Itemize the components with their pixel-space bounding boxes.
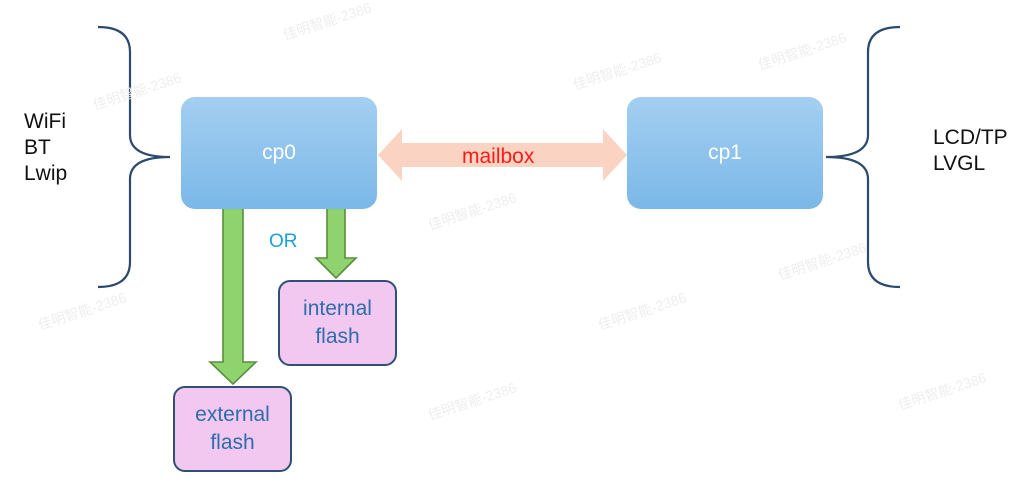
watermark-text: 佳明智能-2386	[756, 29, 848, 73]
mailbox-label: mailbox	[462, 145, 535, 168]
arrow-to-internal-flash	[314, 207, 358, 280]
watermark-text: 佳明智能-2386	[281, 0, 373, 43]
watermark-text: 佳明智能-2386	[896, 369, 988, 413]
watermark-text: 佳明智能-2386	[426, 189, 518, 233]
feature-bt: BT	[24, 136, 51, 159]
watermark: 佳明智能-2386 佳明智能-2386 佳明智能-2386 佳明智能-2386 …	[36, 0, 988, 423]
feature-lcd-tp: LCD/TP	[933, 126, 1008, 149]
external-flash-line1: external	[195, 403, 270, 426]
external-flash-line2: flash	[210, 431, 255, 454]
cp0-label: cp0	[262, 141, 296, 164]
watermark-text: 佳明智能-2386	[596, 289, 688, 333]
arrow-to-external-flash	[208, 207, 258, 386]
watermark-text: 佳明智能-2386	[571, 49, 663, 93]
cp1-box: cp1	[627, 97, 823, 209]
cp1-feature-list: LCD/TP LVGL	[933, 125, 1008, 177]
watermark-text: 佳明智能-2386	[91, 69, 183, 113]
or-label: OR	[269, 231, 298, 252]
cp1-label: cp1	[708, 141, 742, 164]
external-flash-box: external flash	[173, 386, 292, 472]
feature-wifi: WiFi	[24, 110, 66, 133]
watermark-text: 佳明智能-2386	[36, 289, 128, 333]
right-brace	[825, 25, 901, 289]
internal-flash-line2: flash	[315, 325, 360, 348]
cp0-feature-list: WiFi BT Lwip	[24, 109, 67, 187]
mailbox-double-arrow	[378, 129, 627, 181]
watermark-text: 佳明智能-2386	[776, 239, 868, 283]
watermark-text: 佳明智能-2386	[426, 379, 518, 423]
feature-lvgl: LVGL	[933, 152, 986, 175]
cp0-box: cp0	[181, 97, 377, 209]
left-brace	[97, 25, 171, 289]
feature-lwip: Lwip	[24, 162, 68, 185]
internal-flash-line1: internal	[303, 297, 372, 320]
internal-flash-box: internal flash	[278, 280, 397, 366]
